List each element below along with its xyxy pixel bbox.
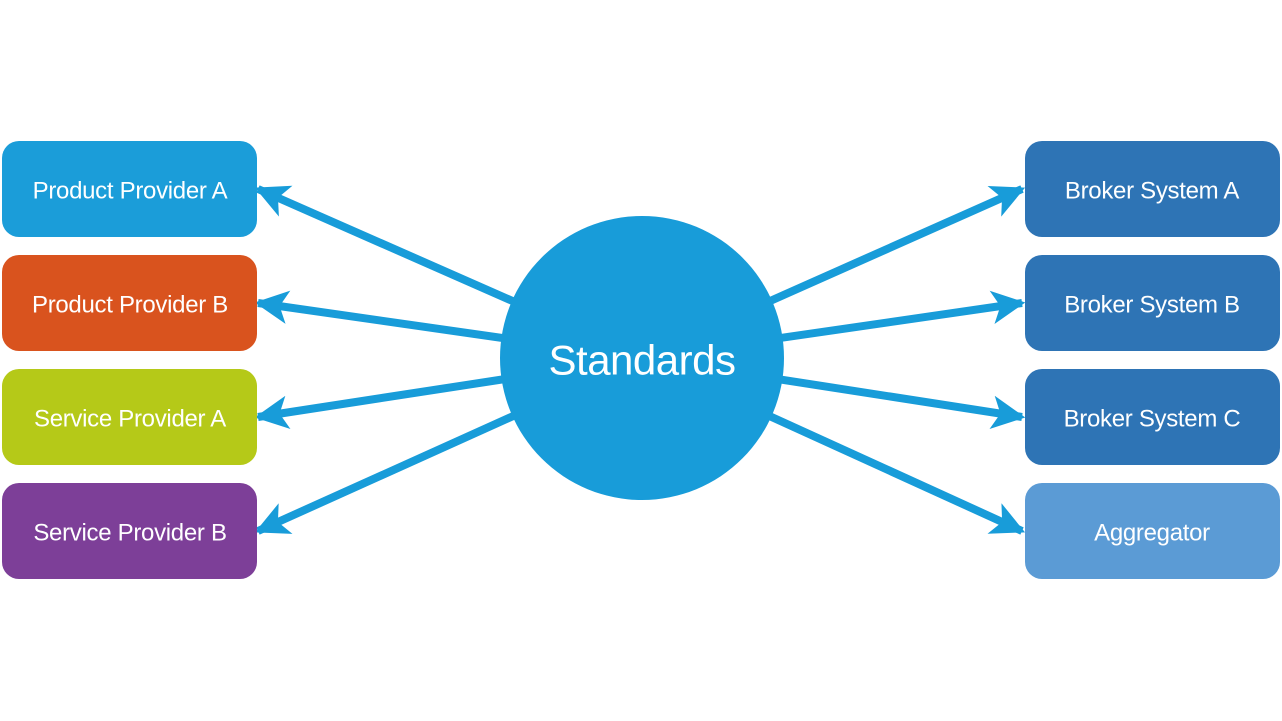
node-broker-system-c-label: Broker System C (1064, 406, 1241, 433)
node-service-provider-b (2, 483, 257, 579)
node-product-provider-a-label: Product Provider A (33, 178, 228, 205)
node-aggregator-label: Aggregator (1094, 520, 1210, 547)
standards-circle (500, 216, 784, 500)
node-aggregator (1025, 483, 1280, 579)
node-service-provider-a-label: Service Provider A (34, 406, 226, 433)
node-product-provider-b (2, 255, 257, 351)
node-broker-system-c (1025, 369, 1280, 465)
node-broker-system-b-label: Broker System B (1064, 292, 1240, 319)
node-service-provider-a (2, 369, 257, 465)
node-broker-system-a (1025, 141, 1280, 237)
standards-label: Standards (549, 337, 736, 384)
node-broker-system-a-label: Broker System A (1065, 178, 1240, 205)
node-service-provider-b-label: Service Provider B (33, 520, 226, 547)
node-product-provider-a (2, 141, 257, 237)
node-product-provider-b-label: Product Provider B (32, 292, 228, 319)
node-broker-system-b (1025, 255, 1280, 351)
